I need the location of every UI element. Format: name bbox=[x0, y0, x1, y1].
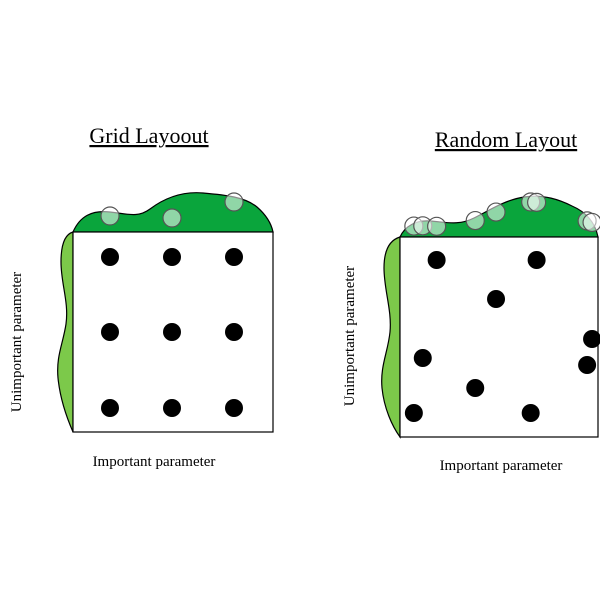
grid-sample-point bbox=[101, 248, 119, 266]
random-x-axis-label: Important parameter bbox=[440, 458, 563, 474]
random-left-distribution bbox=[381, 236, 401, 439]
grid-projected-point bbox=[162, 208, 182, 228]
grid-layout-panel: Grid Layoout Important parameter Unimpor… bbox=[9, 123, 274, 470]
grid-sample-point bbox=[225, 248, 243, 266]
random-sample-point bbox=[413, 349, 432, 367]
random-projected-point bbox=[527, 192, 547, 212]
grid-x-axis-label: Important parameter bbox=[93, 454, 216, 470]
random-sample-point bbox=[521, 404, 540, 422]
random-sample-points bbox=[404, 251, 600, 422]
random-projected-point bbox=[427, 216, 447, 236]
grid-sample-points bbox=[101, 248, 243, 417]
random-sample-point bbox=[466, 379, 485, 397]
random-parameter-space bbox=[399, 236, 599, 438]
grid-projected-points bbox=[100, 192, 244, 228]
random-layout-panel: Random Layout Important parameter Unimpo… bbox=[342, 127, 600, 474]
random-layout-title: Random Layout bbox=[435, 127, 577, 152]
random-projected-point bbox=[582, 212, 600, 233]
grid-sample-point bbox=[163, 323, 181, 341]
grid-projected-point bbox=[100, 206, 120, 226]
random-sample-point bbox=[487, 290, 506, 308]
grid-sample-point bbox=[163, 399, 181, 417]
grid-sample-point bbox=[101, 323, 119, 341]
grid-layout-title: Grid Layoout bbox=[89, 123, 208, 148]
random-sample-point bbox=[427, 251, 446, 269]
grid-sample-point bbox=[225, 399, 243, 417]
random-sample-point bbox=[404, 404, 423, 422]
random-projected-point bbox=[465, 210, 485, 231]
random-y-axis-label: Unimportant parameter bbox=[342, 266, 358, 406]
random-sample-point bbox=[583, 330, 600, 348]
random-projected-points bbox=[404, 192, 600, 236]
grid-projected-point bbox=[224, 192, 244, 212]
random-sample-point bbox=[578, 356, 597, 374]
random-sample-point bbox=[527, 251, 546, 269]
grid-sample-point bbox=[101, 399, 119, 417]
random-projected-point bbox=[486, 202, 506, 222]
grid-left-distribution bbox=[57, 231, 74, 433]
grid-sample-point bbox=[225, 323, 243, 341]
grid-sample-point bbox=[163, 248, 181, 266]
grid-y-axis-label: Unimportant parameter bbox=[9, 272, 25, 412]
